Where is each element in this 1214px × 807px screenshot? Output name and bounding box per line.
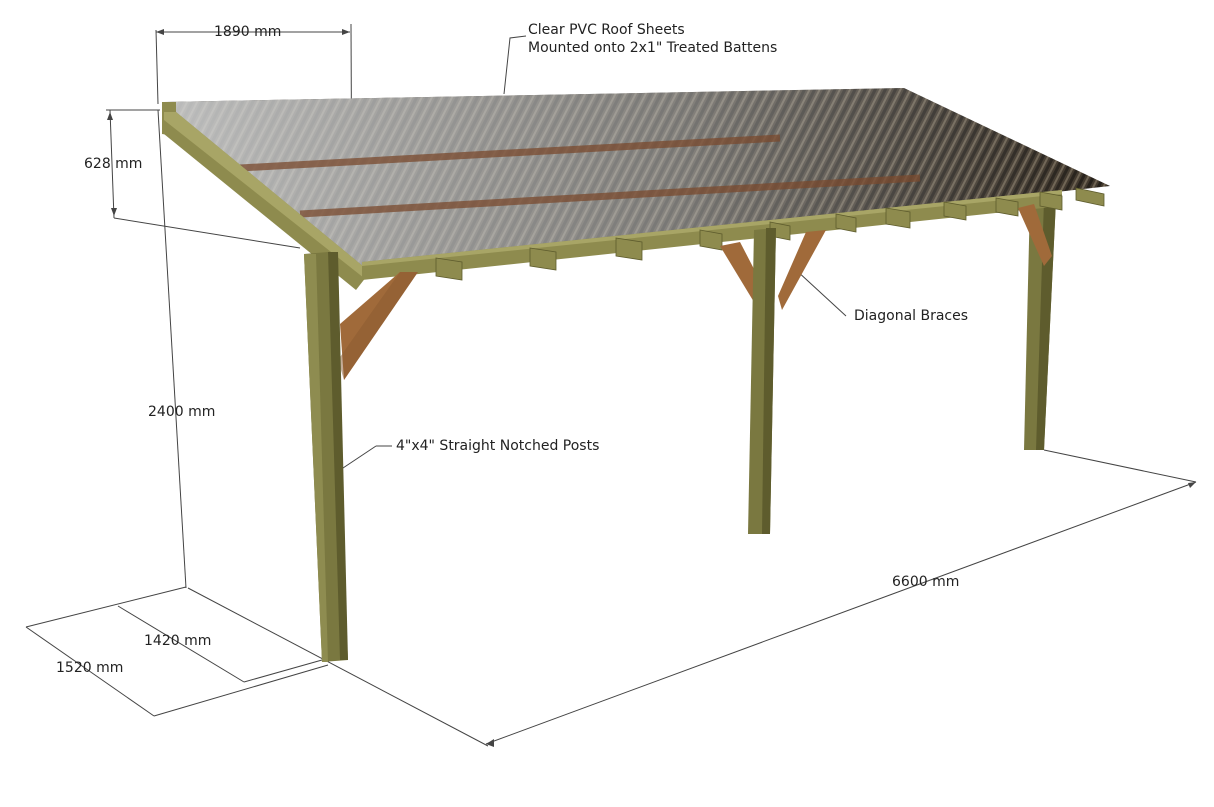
post-middle (748, 228, 776, 534)
depth-outer-label: 1520 mm (56, 660, 124, 676)
roof (162, 88, 1110, 270)
length-label: 6600 mm (892, 574, 960, 590)
roof-sheets-callout-line2: Mounted onto 2x1" Treated Battens (528, 40, 778, 56)
posts-callout: 4"x4" Straight Notched Posts (396, 438, 600, 454)
rafter-left (164, 112, 370, 290)
rafter-ends (435, 187, 1105, 281)
depth-inner-label: 1420 mm (144, 633, 212, 649)
rafter-spacing-label: 1890 mm (214, 24, 282, 40)
ground-dimensions (25, 449, 1197, 747)
roof-sheets-callout-line1: Clear PVC Roof Sheets (528, 22, 685, 38)
roof-rise-label: 628 mm (84, 156, 143, 172)
dimension-arrows (107, 29, 1196, 747)
post-front-left (304, 252, 348, 662)
post-far (1024, 200, 1056, 450)
post-height-label: 2400 mm (148, 404, 216, 420)
braces-callout: Diagonal Braces (854, 308, 969, 324)
